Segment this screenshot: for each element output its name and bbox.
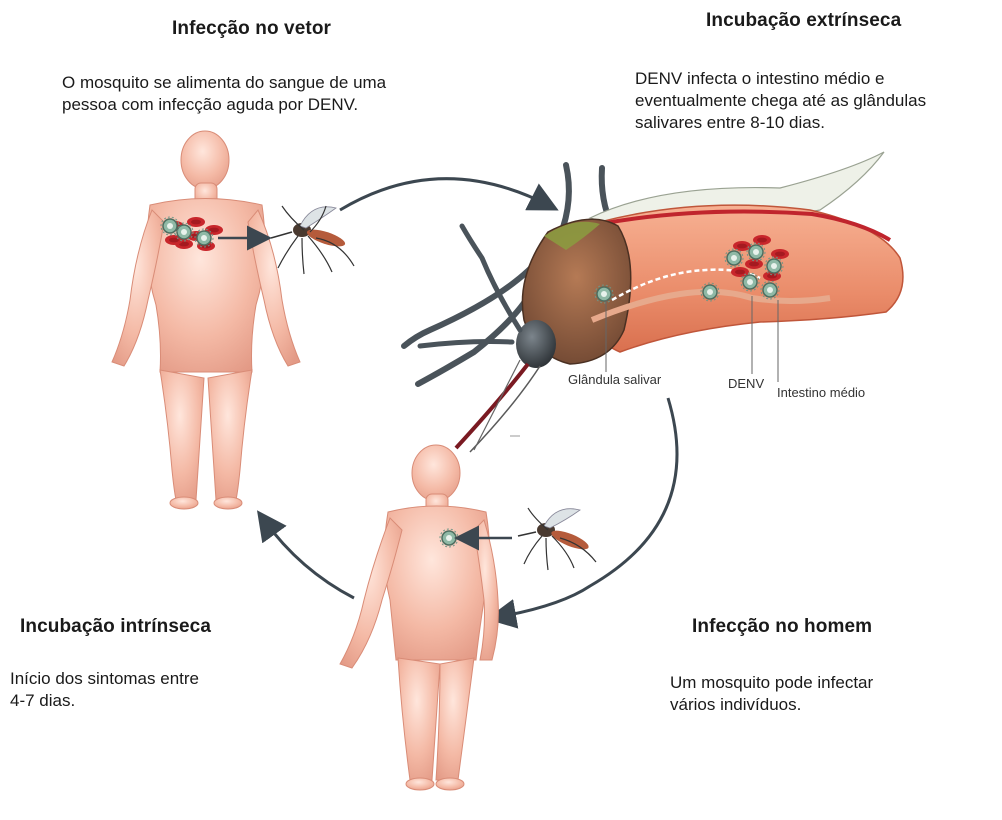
intrinsic-incubation-line-2: 4-7 dias. — [10, 690, 199, 712]
human-infection-title: Infecção no homem — [692, 616, 872, 638]
small-mosquito-feeding — [271, 206, 354, 274]
extrinsic-incubation-line-1: DENV infecta o intestino médio e — [635, 68, 926, 90]
vector-infection-title: Infecção no vetor — [172, 18, 331, 40]
intrinsic-incubation-line-1: Início dos sintomas entre — [10, 668, 199, 690]
human-infection-line-2: vários indivíduos. — [670, 694, 873, 716]
salivary-gland-label: Glândula salivar — [568, 372, 661, 387]
human-infection-description: Um mosquito pode infectar vários indivíd… — [670, 672, 873, 716]
infected-person-figure — [112, 131, 300, 509]
vector-infection-description: O mosquito se alimenta do sangue de uma … — [62, 72, 386, 116]
mosquito-cutaway — [404, 152, 903, 452]
denv-label: DENV — [728, 376, 764, 391]
newly-infected-person-figure — [340, 445, 512, 790]
intrinsic-incubation-description: Início dos sintomas entre 4-7 dias. — [10, 668, 199, 712]
extrinsic-incubation-title: Incubação extrínseca — [706, 10, 901, 32]
extrinsic-incubation-line-2: eventualmente chega até as glândulas — [635, 90, 926, 112]
intrinsic-incubation-title: Incubação intrínseca — [20, 616, 211, 638]
extrinsic-incubation-description: DENV infecta o intestino médio e eventua… — [635, 68, 926, 134]
small-mosquito-biting — [518, 508, 596, 570]
midgut-label: Intestino médio — [777, 385, 865, 400]
human-infection-line-1: Um mosquito pode infectar — [670, 672, 873, 694]
vector-infection-line-1: O mosquito se alimenta do sangue de uma — [62, 72, 386, 94]
extrinsic-incubation-line-3: salivares entre 8-10 dias. — [635, 112, 926, 134]
vector-infection-line-2: pessoa com infecção aguda por DENV. — [62, 94, 386, 116]
